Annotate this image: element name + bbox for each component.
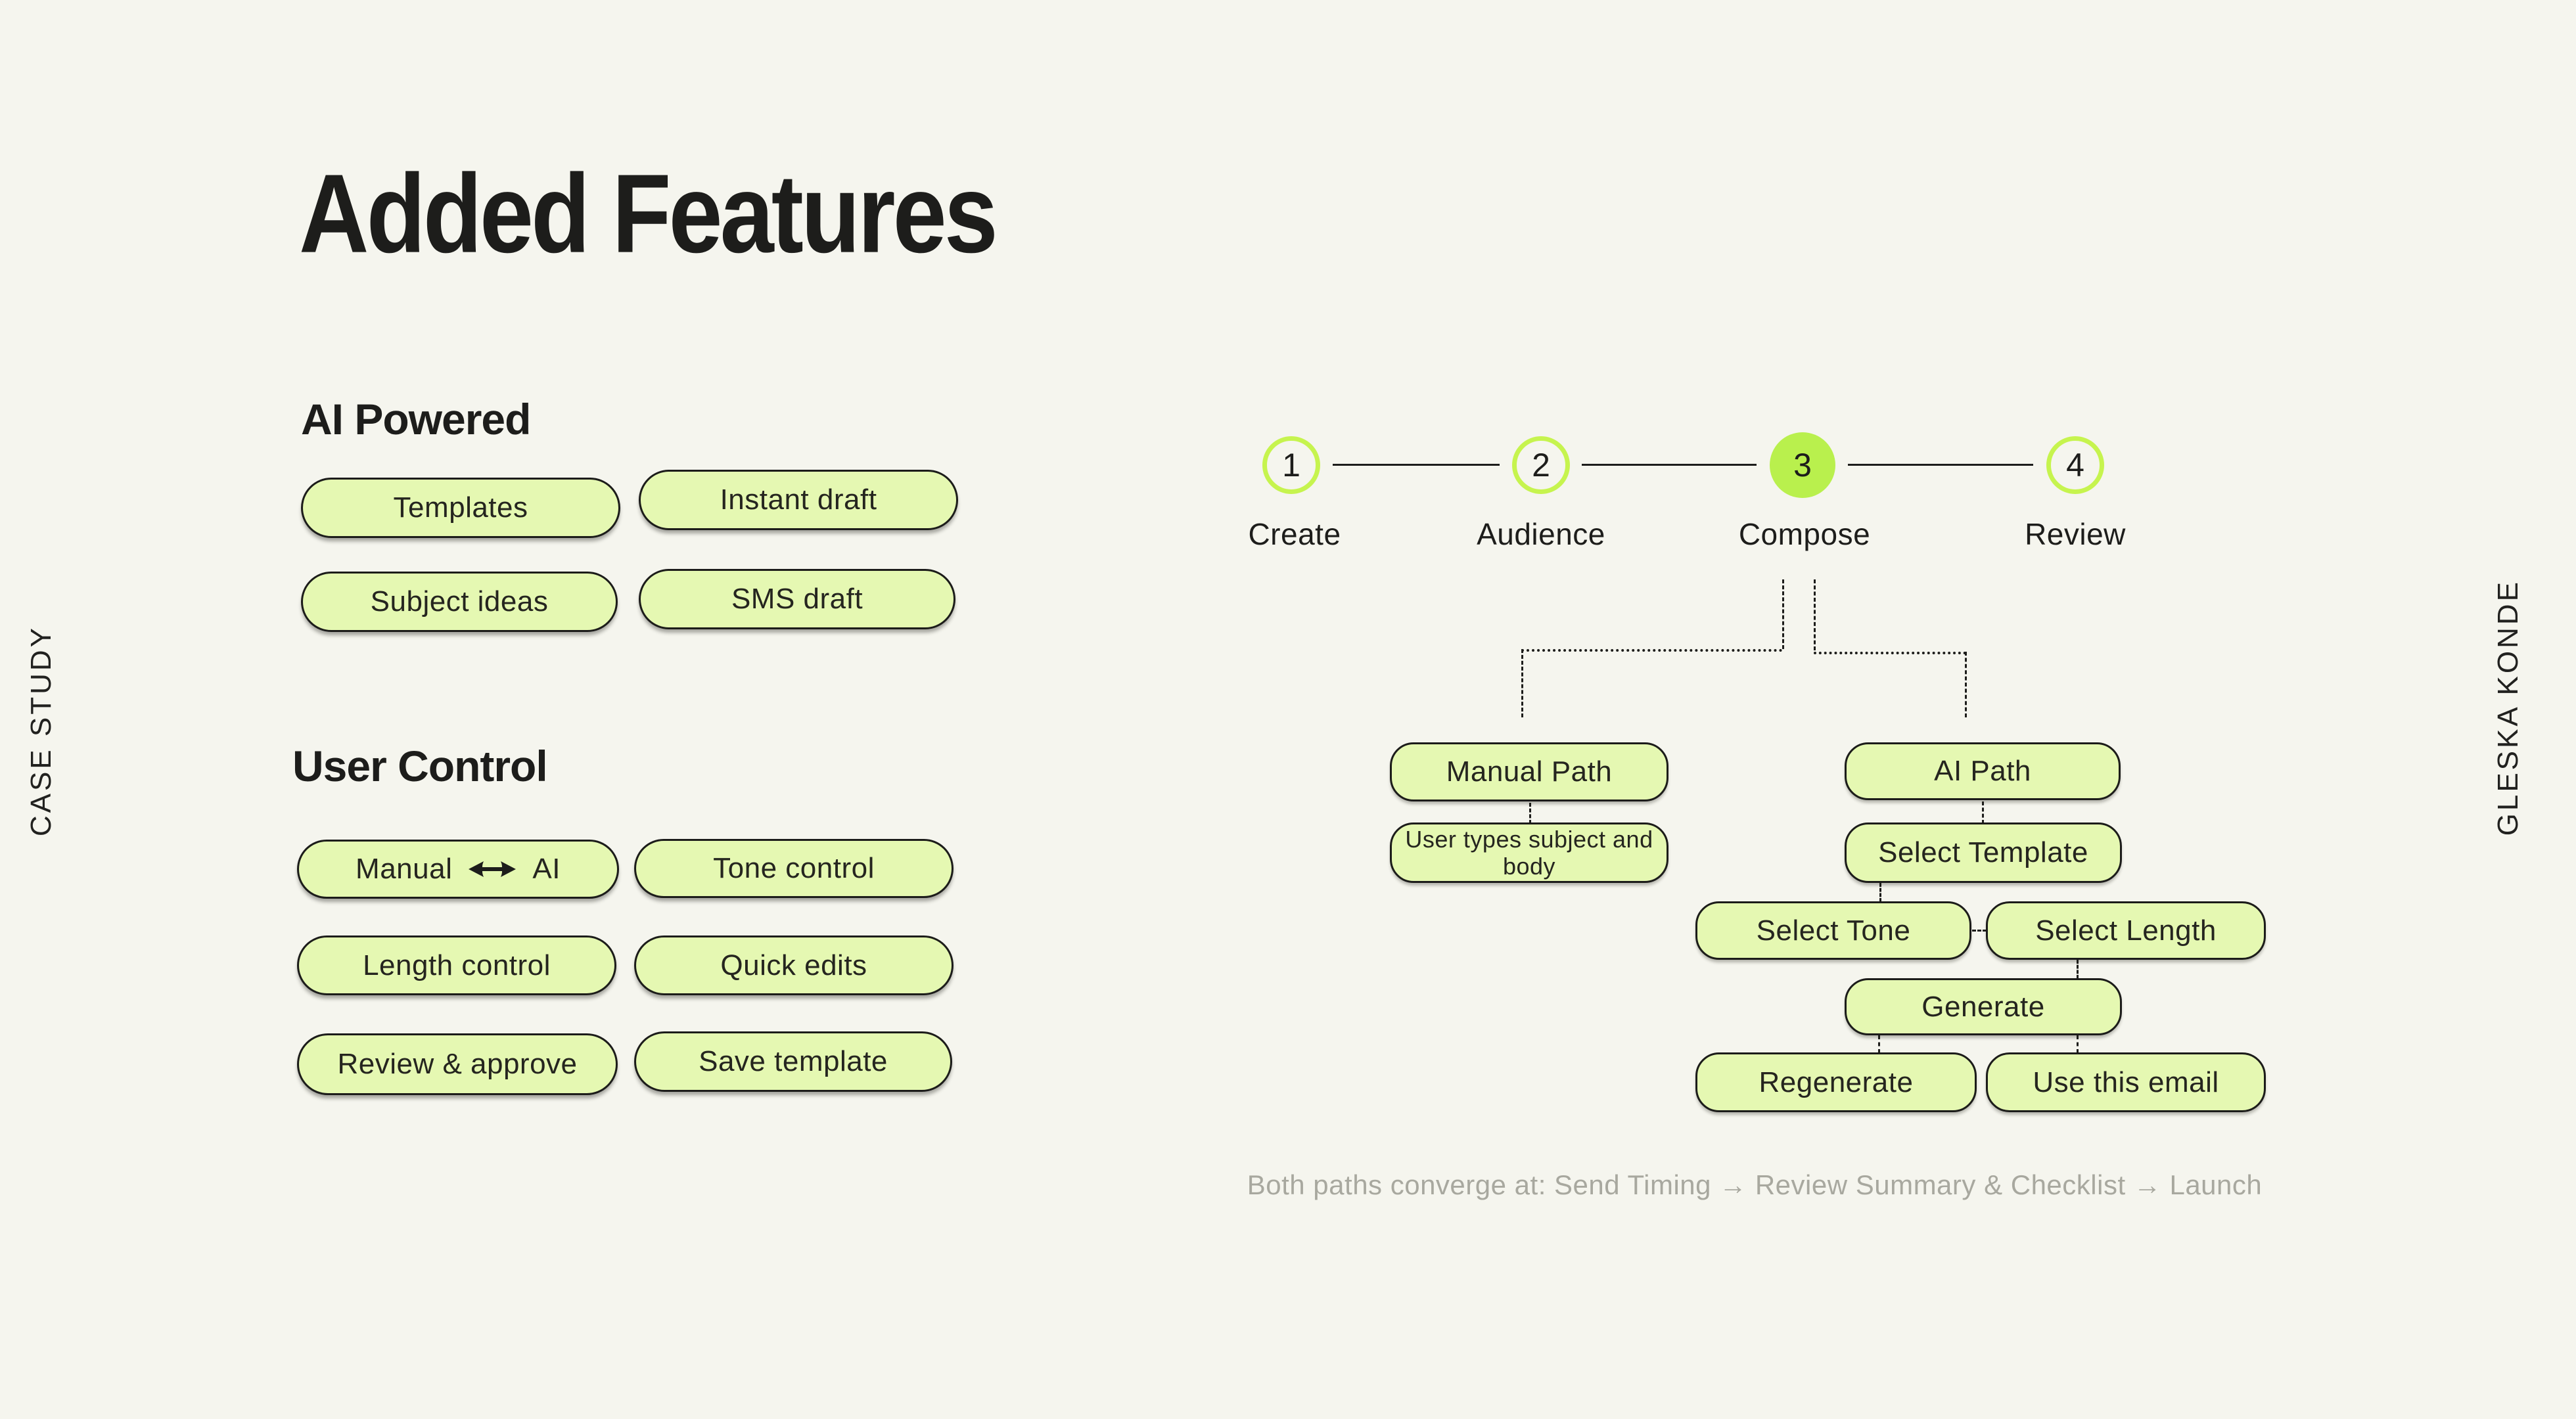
author-side-label: GLESKA KONDE [2492,579,2524,836]
step-4-number: 4 [2066,447,2084,484]
connector-branch-left-horizontal [1521,649,1782,652]
connector-manual-to-detail [1529,803,1531,824]
connector-generate-to-regenerate [1878,1035,1880,1053]
flow-box-select-length: Select Length [1986,901,2266,960]
flow-box-select-tone: Select Tone [1695,901,1971,960]
pill-manual-ai: Manual AI [297,840,619,899]
connector-tone-to-length [1972,930,1987,932]
connector-compose-left [1782,579,1784,649]
pill-sms-draft: SMS draft [639,569,955,629]
step-1-number: 1 [1282,447,1300,484]
flow-box-select-template: Select Template [1845,822,2122,883]
pill-tone-control: Tone control [634,839,954,898]
flow-select-template-label: Select Template [1878,836,2088,868]
step-connector-line [1582,464,1757,466]
step-connector-line [1333,464,1500,466]
connector-compose-right [1814,579,1816,650]
step-2-number: 2 [1532,447,1550,484]
pill-quick-edits-label: Quick edits [720,949,867,981]
pill-sms-draft-label: SMS draft [731,583,863,615]
connector-branch-right-vertical [1965,652,1967,717]
flow-user-types-label: User types subject and body [1405,825,1653,880]
flow-manual-path-label: Manual Path [1446,755,1613,788]
flow-box-regenerate: Regenerate [1695,1052,1977,1112]
connector-template-to-tone [1879,883,1881,902]
flow-box-manual-path: Manual Path [1390,742,1668,801]
pill-instant-draft: Instant draft [639,470,958,530]
step-label-audience: Audience [1477,517,1605,551]
pill-manual-label: Manual [356,853,453,885]
pill-review-approve: Review & approve [297,1033,618,1095]
flow-select-length-label: Select Length [2035,914,2217,947]
step-label-compose: Compose [1738,517,1871,551]
ai-powered-heading: AI Powered [301,395,531,443]
pill-review-approve-label: Review & approve [337,1048,578,1080]
connector-branch-right-horizontal [1814,652,1966,654]
flow-box-use-this-email: Use this email [1986,1052,2266,1112]
flow-generate-label: Generate [1921,990,2045,1023]
pill-tone-control-label: Tone control [713,852,875,884]
flow-ai-path-label: AI Path [1934,755,2031,787]
page-title: Added Features [299,151,998,277]
pill-ai-label: AI [532,853,561,885]
pill-save-template: Save template [634,1031,952,1092]
connector-aipath-to-template [1982,801,1984,824]
step-label-create: Create [1248,517,1341,551]
double-arrow-icon [469,861,517,877]
step-circle-3-active: 3 [1770,432,1835,498]
step-circle-1: 1 [1262,436,1320,494]
pill-save-template-label: Save template [699,1045,888,1077]
connector-length-to-generate [2077,960,2079,979]
pill-subject-ideas-label: Subject ideas [370,585,549,618]
step-label-review: Review [2025,517,2126,551]
step-3-number: 3 [1793,447,1812,484]
step-circle-2: 2 [1512,436,1570,494]
flow-box-user-types: User types subject and body [1390,822,1668,883]
user-control-heading: User Control [292,742,548,790]
case-study-side-label: CASE STUDY [25,625,57,837]
connector-generate-to-use-email [2077,1035,2079,1053]
flow-select-tone-label: Select Tone [1756,914,1911,947]
converge-note: Both paths converge at: Send Timing → Re… [1247,1169,2263,1200]
pill-length-control: Length control [297,935,616,995]
pill-subject-ideas: Subject ideas [301,572,618,632]
flow-use-this-email-label: Use this email [2033,1066,2219,1098]
flow-box-generate: Generate [1845,978,2122,1035]
pill-instant-draft-label: Instant draft [720,484,877,516]
step-circle-4: 4 [2046,436,2104,494]
pill-templates: Templates [301,478,620,538]
pill-quick-edits: Quick edits [634,935,954,995]
flow-box-ai-path: AI Path [1845,742,2121,800]
connector-branch-left-vertical [1521,649,1523,717]
step-connector-line [1848,464,2033,466]
pill-templates-label: Templates [393,491,528,524]
pill-length-control-label: Length control [363,949,551,981]
flow-regenerate-label: Regenerate [1759,1066,1914,1098]
